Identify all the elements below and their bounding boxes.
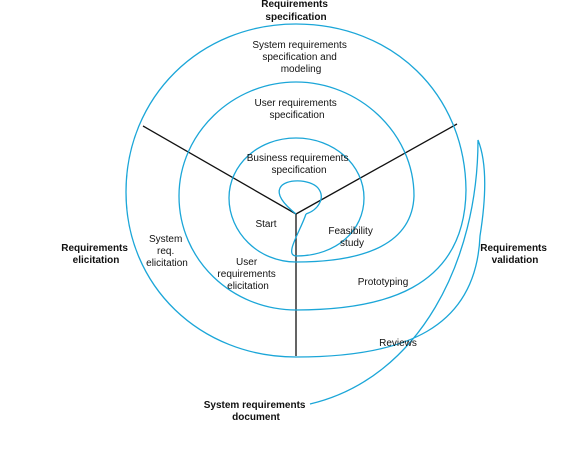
label-system-req-elicitation-line3: elicitation — [146, 258, 188, 269]
label-system-requirements-document: System requirements document — [204, 400, 309, 423]
label-prototyping: Prototyping — [358, 277, 409, 288]
spiral-core-loop — [278, 180, 322, 215]
label-business-requirements-spec-line2: specification — [271, 165, 326, 176]
sector-label-validation-line1: Requirements — [480, 243, 547, 254]
label-feasibility-study: Feasibility study — [328, 226, 375, 249]
label-system-requirements-spec-line2: specification and — [262, 52, 337, 63]
label-reviews: Reviews — [379, 338, 417, 349]
sector-label-elicitation-line1: Requirements — [61, 243, 128, 254]
label-business-requirements-spec: Business requirements specification — [247, 153, 352, 176]
label-system-requirements-document-line2: document — [232, 412, 280, 423]
label-user-requirements-spec-line2: specification — [269, 110, 324, 121]
label-system-req-elicitation: System req. elicitation — [146, 234, 188, 269]
label-system-req-elicitation-line2: req. — [157, 246, 174, 257]
sector-label-validation-line2: validation — [492, 255, 539, 266]
sector-label-specification-line1: Requirements — [261, 0, 328, 10]
spiral-ring-inner — [228, 137, 365, 263]
label-system-requirements-document-line1: System requirements — [204, 400, 306, 411]
spiral — [125, 23, 486, 405]
label-feasibility-study-line2: study — [340, 238, 364, 249]
spiral-ring-outer — [125, 23, 467, 358]
divider-right — [295, 123, 458, 215]
divider-left — [142, 125, 297, 215]
label-user-requirements-elicitation-line3: elicitation — [227, 281, 269, 292]
label-system-requirements-spec-line3: modeling — [281, 64, 322, 75]
sector-label-elicitation: Requirements elicitation — [61, 243, 130, 266]
label-system-requirements-spec: System requirements specification and mo… — [252, 40, 349, 75]
sector-label-elicitation-line2: elicitation — [73, 255, 120, 266]
spiral-ring-middle — [178, 81, 415, 311]
sector-label-specification-line2: specification — [265, 12, 326, 23]
label-system-req-elicitation-line1: System — [149, 234, 182, 245]
label-business-requirements-spec-line1: Business requirements — [247, 153, 349, 164]
label-system-requirements-spec-line1: System requirements — [252, 40, 346, 51]
label-user-requirements-elicitation: User requirements elicitation — [217, 257, 278, 292]
label-user-requirements-spec: User requirements specification — [254, 98, 339, 121]
label-feasibility-study-line1: Feasibility — [328, 226, 372, 237]
sector-label-specification: Requirements specification — [261, 0, 330, 23]
label-start: Start — [255, 219, 276, 230]
label-user-requirements-elicitation-line1: User — [236, 257, 258, 268]
sector-label-validation: Requirements validation — [480, 243, 549, 266]
label-user-requirements-elicitation-line2: requirements — [217, 269, 275, 280]
spiral-tail — [295, 139, 486, 405]
label-user-requirements-spec-line1: User requirements — [254, 98, 336, 109]
